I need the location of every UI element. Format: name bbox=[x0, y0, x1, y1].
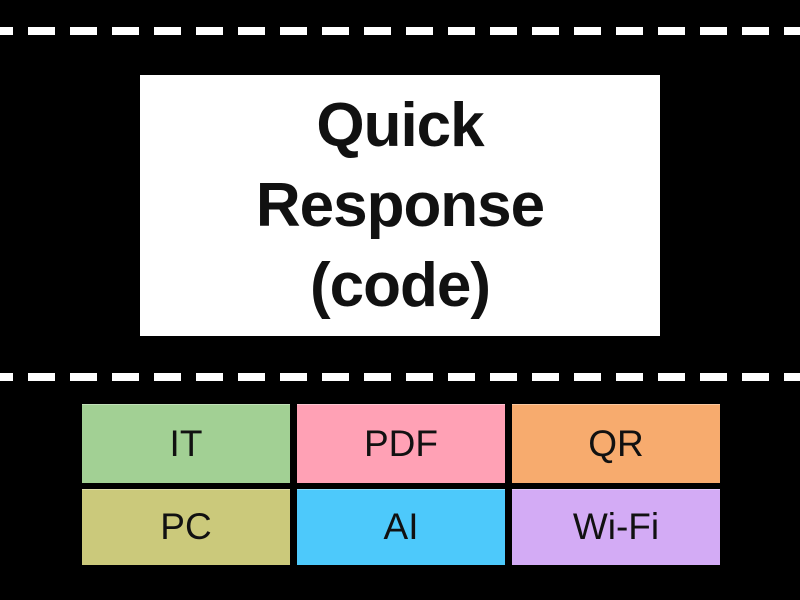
question-text-line: Response bbox=[255, 170, 545, 240]
answer-label: IT bbox=[169, 422, 203, 464]
answer-label: Wi-Fi bbox=[572, 506, 660, 547]
answer-button-it[interactable]: IT bbox=[82, 404, 290, 483]
answer-button-pdf[interactable]: PDF bbox=[297, 404, 505, 483]
answer-button-ai[interactable]: AI bbox=[297, 489, 505, 565]
answers-grid: IT PDF QR PC AI Wi-Fi bbox=[82, 404, 720, 565]
answer-button-pc[interactable]: PC bbox=[82, 489, 290, 565]
dashed-divider-top bbox=[0, 27, 800, 35]
answer-label: PC bbox=[160, 506, 212, 547]
question-text-line: (code) bbox=[310, 250, 491, 320]
answer-label: AI bbox=[383, 506, 419, 547]
answer-button-wifi[interactable]: Wi-Fi bbox=[512, 489, 720, 565]
question-card: Quick Response (code) bbox=[140, 75, 660, 336]
answer-label: PDF bbox=[364, 422, 438, 464]
dashed-divider-bottom bbox=[0, 373, 800, 381]
question-text-line: Quick bbox=[316, 90, 484, 160]
answer-button-qr[interactable]: QR bbox=[512, 404, 720, 483]
answer-label: QR bbox=[588, 422, 644, 464]
